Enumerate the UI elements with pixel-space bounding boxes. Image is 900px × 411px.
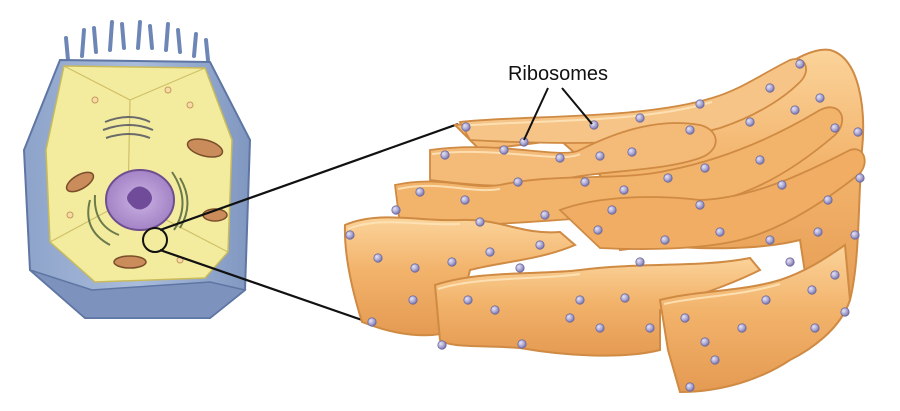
ribosome-dot-icon xyxy=(593,225,603,235)
ribosome-dot-icon xyxy=(540,210,550,220)
ribosome-dot-icon xyxy=(391,205,401,215)
ribosome-dot-icon xyxy=(700,337,710,347)
ribosome-dot-icon xyxy=(785,257,795,267)
ribosome-dot-icon xyxy=(367,317,377,327)
ribosome-dot-icon xyxy=(410,263,420,273)
ribosome-dot-icon xyxy=(607,205,617,215)
ribosome-dot-icon xyxy=(695,200,705,210)
ribosome-dot-icon xyxy=(813,227,823,237)
ribosome-dot-icon xyxy=(461,122,471,132)
ribosome-dot-icon xyxy=(627,147,637,157)
microvilli xyxy=(64,20,210,62)
ribosome-dot-icon xyxy=(373,253,383,263)
ribosome-dot-icon xyxy=(635,257,645,267)
ribosome-dot-icon xyxy=(345,230,355,240)
ribosome-dot-icon xyxy=(830,270,840,280)
cell-lower-face xyxy=(29,269,247,319)
ribosome-dot-icon xyxy=(619,185,629,195)
ribosome-dot-icon xyxy=(475,217,485,227)
ribosomes-pointer-right xyxy=(561,87,593,125)
ribosome-dot-icon xyxy=(499,145,509,155)
ribosome-dot-icon xyxy=(463,295,473,305)
ribosomes-label: Ribosomes xyxy=(508,63,608,85)
ribosome-dot-icon xyxy=(715,227,725,237)
ribosome-dot-icon xyxy=(595,151,605,161)
ribosome-dot-icon xyxy=(823,195,833,205)
ribosome-dot-icon xyxy=(440,150,450,160)
ribosomes-pointer-left xyxy=(523,87,549,141)
ribosome-dot-icon xyxy=(830,123,840,133)
ribosome-dot-icon xyxy=(737,323,747,333)
ribosome-dot-icon xyxy=(680,313,690,323)
ribosome-dot-icon xyxy=(513,177,523,187)
ribosome-dot-icon xyxy=(437,340,447,350)
ribosome-dot-icon xyxy=(635,113,645,123)
ribosome-dot-icon xyxy=(565,313,575,323)
ribosome-dot-icon xyxy=(415,187,425,197)
ribosome-dot-icon xyxy=(765,235,775,245)
ribosome-dot-icon xyxy=(485,247,495,257)
ribosome-dot-icon xyxy=(515,263,525,273)
ribosome-dot-icon xyxy=(620,293,630,303)
ribosome-dot-icon xyxy=(408,295,418,305)
ribosome-dot-icon xyxy=(765,83,775,93)
zoom-region-marker xyxy=(142,227,168,253)
animal-cell-cutaway-icon xyxy=(22,20,252,319)
ribosome-dot-icon xyxy=(710,355,720,365)
ribosome-dot-icon xyxy=(663,173,673,183)
ribosome-dot-icon xyxy=(815,93,825,103)
ribosome-dot-icon xyxy=(700,163,710,173)
ribosome-dot-icon xyxy=(695,99,705,109)
ribosome-dot-icon xyxy=(807,285,817,295)
er-rim-highlights xyxy=(347,101,781,305)
ribosome-dot-icon xyxy=(853,127,863,137)
ribosome-dot-icon xyxy=(755,155,765,165)
ribosome-dot-icon xyxy=(580,177,590,187)
ribosome-dot-icon xyxy=(745,117,755,127)
ribosome-dot-icon xyxy=(517,339,527,349)
ribosome-dot-icon xyxy=(777,180,787,190)
nucleolus xyxy=(127,186,152,210)
ribosomes-group xyxy=(345,59,865,392)
ribosome-dot-icon xyxy=(790,105,800,115)
ribosomes-label-group: Ribosomes xyxy=(508,63,608,141)
ribosome-dot-icon xyxy=(555,153,565,163)
er-sheet-front-left xyxy=(343,216,577,337)
ribosome-dot-icon xyxy=(850,230,860,240)
mitochondria xyxy=(65,138,228,269)
ribosome-dot-icon xyxy=(810,323,820,333)
er-sheet-front-right xyxy=(658,243,852,394)
golgi-apparatus xyxy=(102,116,154,139)
ribosome-dot-icon xyxy=(595,323,605,333)
ribosome-dot-icon xyxy=(795,59,805,69)
ribosome-dot-icon xyxy=(490,305,500,315)
ribosome-dot-icon xyxy=(685,125,695,135)
ribosome-dot-icon xyxy=(575,295,585,305)
er-fold-4 xyxy=(558,148,866,250)
ribosome-dot-icon xyxy=(447,257,457,267)
ribosome-dot-icon xyxy=(685,382,695,392)
ribosome-dot-icon xyxy=(645,323,655,333)
ribosome-dot-icon xyxy=(761,295,771,305)
ribosome-dot-icon xyxy=(660,235,670,245)
ribosome-dot-icon xyxy=(460,195,470,205)
ribosome-dot-icon xyxy=(535,240,545,250)
zoom-connector-lines xyxy=(159,122,459,322)
rough-endoplasmic-reticulum xyxy=(343,48,866,394)
ribosome-dot-icon xyxy=(855,173,865,183)
ribosome-dot-icon xyxy=(840,307,850,317)
